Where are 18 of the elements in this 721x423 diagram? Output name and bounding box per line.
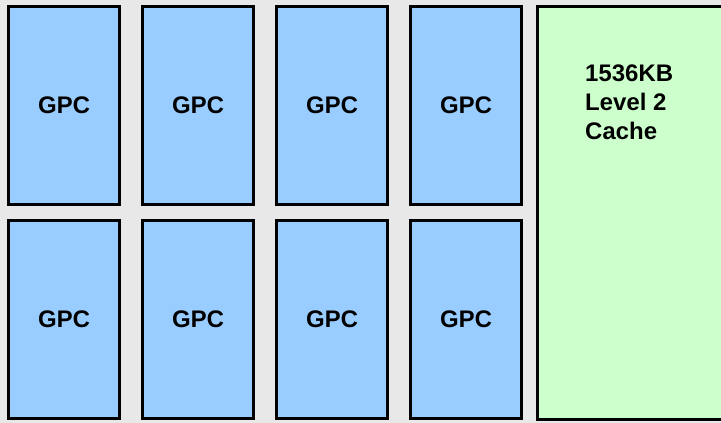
block-label: GPC <box>172 92 224 120</box>
block-label: GPC <box>38 92 90 120</box>
processing-cluster-box <box>141 5 255 206</box>
processing-cluster-box <box>7 5 121 206</box>
block-label: GPC <box>440 92 492 120</box>
processing-cluster-box <box>409 5 523 206</box>
cache-block <box>536 5 721 421</box>
block-label: GPC <box>306 306 358 334</box>
block-label: GPC <box>306 92 358 120</box>
block-label: GPC <box>38 306 90 334</box>
processing-cluster-box <box>275 219 389 420</box>
block-label: 1536KB Level 2 Cache <box>585 60 674 146</box>
processing-cluster-box <box>141 219 255 420</box>
processing-cluster-box <box>275 5 389 206</box>
processing-cluster-box <box>7 219 121 420</box>
block-label: GPC <box>440 306 492 334</box>
block-label: GPC <box>172 306 224 334</box>
processing-cluster-box <box>409 219 523 420</box>
